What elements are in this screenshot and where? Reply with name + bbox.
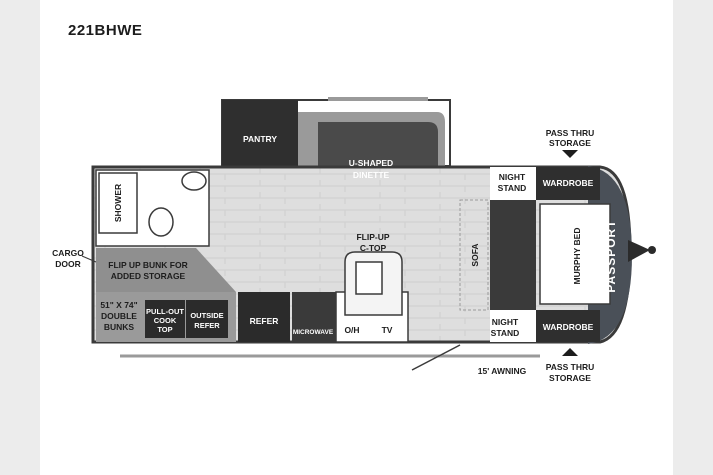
flip-up-bunk	[96, 248, 236, 292]
sink	[181, 171, 207, 191]
outside-refer	[186, 300, 228, 338]
refrigerator	[238, 292, 290, 342]
hitch	[628, 240, 650, 262]
shower	[98, 172, 138, 234]
bunk-area	[96, 248, 236, 342]
wardrobe-top	[536, 167, 600, 200]
night-stand-top-label-2: STAND	[498, 183, 527, 193]
cooktop-label-2: COOK	[154, 316, 177, 325]
wardrobe-bottom	[536, 310, 600, 342]
pass-thru-bottom-label-2: STORAGE	[549, 373, 591, 383]
awning-label: 15' AWNING	[478, 366, 527, 376]
kitchen	[238, 251, 409, 343]
oh-label: O/H	[344, 325, 359, 335]
murphy-bed	[539, 203, 611, 305]
outside-refer-label-1: OUTSIDE	[190, 311, 223, 320]
tv-label: TV	[382, 325, 393, 335]
dinette-table	[318, 122, 438, 178]
pass-thru-bottom-label-1: PASS THRU	[546, 362, 595, 372]
bathroom	[95, 169, 210, 247]
pantry-cabinet	[222, 100, 298, 178]
night-stand-bottom-label-2: STAND	[491, 328, 520, 338]
front-bedroom	[459, 167, 611, 342]
night-stand-bottom	[490, 310, 536, 342]
flip-up-ctop-label-1: FLIP-UP	[356, 232, 389, 242]
left-margin-bar	[0, 0, 40, 475]
cargo-door-label-1: CARGO	[52, 248, 84, 258]
wardrobe-top-label: WARDROBE	[543, 178, 594, 188]
refer-label: REFER	[250, 316, 279, 326]
model-name: 221BHWE	[68, 22, 143, 39]
shower-label: SHOWER	[113, 184, 123, 222]
night-stand-bottom-label-1: NIGHT	[492, 317, 519, 327]
pass-thru-top-label-2: STORAGE	[549, 138, 591, 148]
microwave-label: MICROWAVE	[293, 329, 334, 336]
slide-out	[221, 97, 452, 196]
flip-up-bunk-label-1: FLIP UP BUNK FOR	[108, 260, 188, 270]
dinette-label-1: U-SHAPED	[349, 158, 393, 168]
cargo-door-label-2: DOOR	[55, 259, 81, 269]
pass-thru-top-label-1: PASS THRU	[546, 128, 595, 138]
dinette-label-2: DINETTE	[353, 170, 390, 180]
sofa-label: SOFA	[470, 243, 480, 266]
sofa	[490, 200, 536, 310]
kitchen-sink	[355, 261, 383, 295]
flip-up-bunk-label-2: ADDED STORAGE	[111, 271, 186, 281]
pass-thru-arrow-bottom-icon	[562, 348, 578, 356]
cooktop-label-3: TOP	[157, 325, 172, 334]
bunks-label-3: BUNKS	[104, 322, 135, 332]
pull-out-cooktop	[145, 300, 185, 338]
night-stand-top-label-1: NIGHT	[499, 172, 526, 182]
toilet	[148, 207, 174, 237]
wardrobe-bottom-label: WARDROBE	[543, 322, 594, 332]
brand-logo: PASSPORT	[604, 219, 618, 292]
pass-thru-arrow-top-icon	[562, 150, 578, 158]
entry-door-swing	[411, 344, 461, 371]
sofa-outline	[459, 199, 489, 311]
night-stand-top	[490, 167, 536, 200]
pantry-label: PANTRY	[243, 134, 277, 144]
flip-up-ctop-label-2: C-TOP	[360, 243, 387, 253]
murphy-bed-label: MURPHY BED	[572, 228, 582, 285]
range	[292, 292, 336, 342]
bunks-label-1: 51" X 74"	[100, 300, 137, 310]
outside-refer-label-2: REFER	[194, 321, 220, 330]
bunks-label-2: DOUBLE	[101, 311, 137, 321]
cooktop-label-1: PULL-OUT	[146, 307, 184, 316]
right-margin-bar	[673, 0, 713, 475]
